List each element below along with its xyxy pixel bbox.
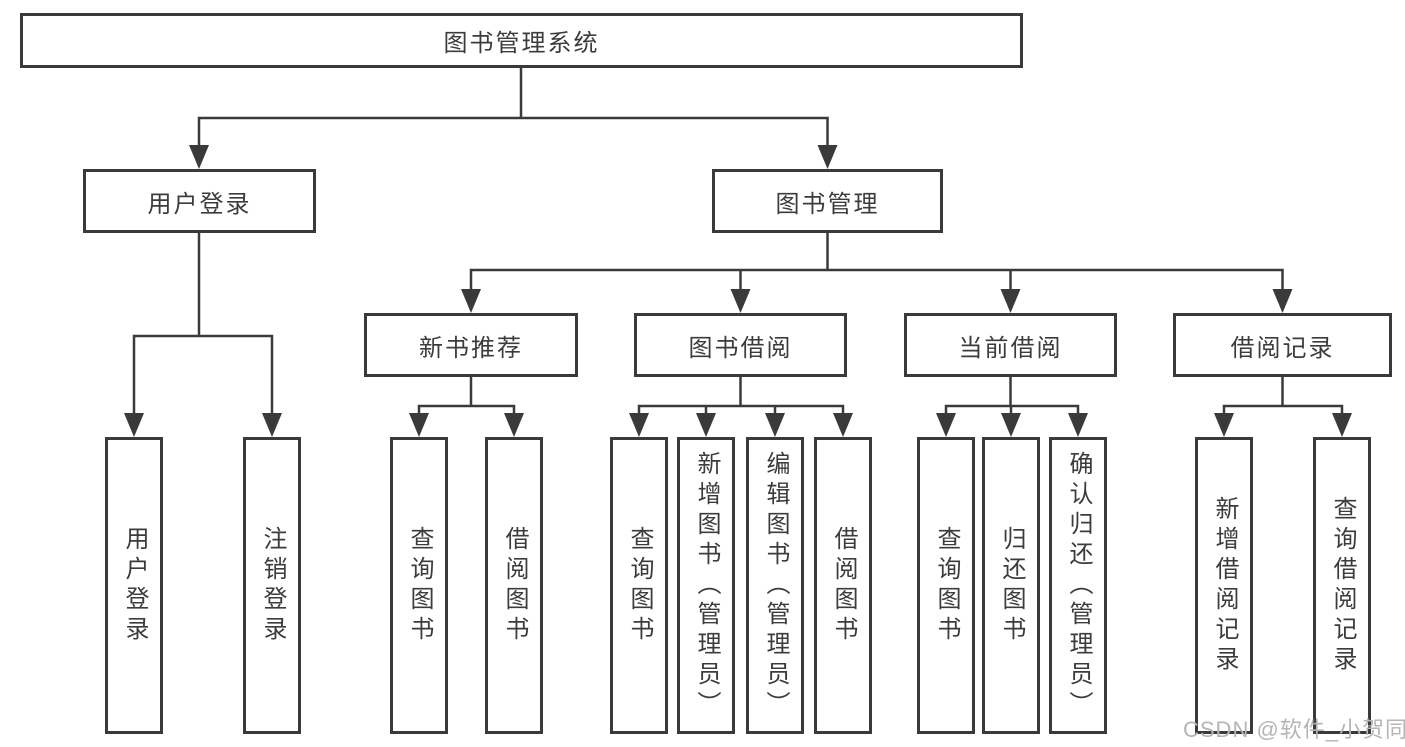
leaf-borrow-book-label: 借阅图书 (830, 525, 857, 646)
leaf-borrow-book-recommend-label: 借阅图书 (501, 525, 528, 646)
leaf-edit-book-admin: 编辑图书（管理员） (746, 437, 804, 734)
leaf-query-book-current-label: 查询图书 (933, 525, 960, 646)
leaf-add-book-admin-label: 新增图书（管理员） (693, 450, 720, 721)
leaf-borrow-book: 借阅图书 (814, 437, 872, 734)
leaf-confirm-return-admin: 确认归还（管理员） (1049, 437, 1107, 734)
node-book-management-label: 图书管理 (775, 190, 880, 218)
leaf-query-borrow-record: 查询借阅记录 (1313, 437, 1371, 734)
leaf-add-borrow-record: 新增借阅记录 (1195, 437, 1253, 734)
csdn-watermark: CSDN @软件_小贺同学 (1183, 717, 1405, 742)
node-book-borrow: 图书借阅 (634, 313, 847, 377)
node-new-book-recommend: 新书推荐 (364, 313, 578, 377)
leaf-add-borrow-record-label: 新增借阅记录 (1211, 495, 1238, 676)
leaf-return-book: 归还图书 (982, 437, 1040, 734)
leaf-logout-login: 注销登录 (243, 437, 301, 734)
node-user-login: 用户登录 (83, 169, 316, 233)
node-current-borrow: 当前借阅 (904, 313, 1117, 377)
leaf-borrow-book-recommend: 借阅图书 (485, 437, 543, 734)
node-borrow-record-label: 借阅记录 (1230, 334, 1335, 362)
leaf-user-login: 用户登录 (105, 437, 163, 734)
leaf-edit-book-admin-label: 编辑图书（管理员） (762, 450, 789, 721)
leaf-query-book-borrow-label: 查询图书 (626, 525, 653, 646)
node-new-book-recommend-label: 新书推荐 (419, 334, 523, 362)
leaf-return-book-label: 归还图书 (998, 525, 1025, 646)
node-root-system: 图书管理系统 (20, 13, 1023, 68)
node-book-borrow-label: 图书借阅 (688, 334, 793, 362)
node-book-management: 图书管理 (712, 169, 943, 233)
node-current-borrow-label: 当前借阅 (958, 334, 1063, 362)
node-root-system-label: 图书管理系统 (443, 30, 600, 57)
leaf-query-book-current: 查询图书 (917, 437, 975, 734)
leaf-query-book-borrow: 查询图书 (610, 437, 668, 734)
leaf-confirm-return-admin-label: 确认归还（管理员） (1065, 450, 1092, 721)
leaf-add-book-admin: 新增图书（管理员） (677, 437, 735, 734)
leaf-query-book-recommend: 查询图书 (390, 437, 448, 734)
node-borrow-record: 借阅记录 (1173, 313, 1392, 377)
leaf-logout-login-label: 注销登录 (259, 525, 286, 646)
leaf-user-login-label: 用户登录 (121, 525, 148, 646)
leaf-query-borrow-record-label: 查询借阅记录 (1329, 495, 1356, 676)
node-user-login-label: 用户登录 (147, 190, 252, 218)
leaf-query-book-recommend-label: 查询图书 (406, 525, 433, 646)
